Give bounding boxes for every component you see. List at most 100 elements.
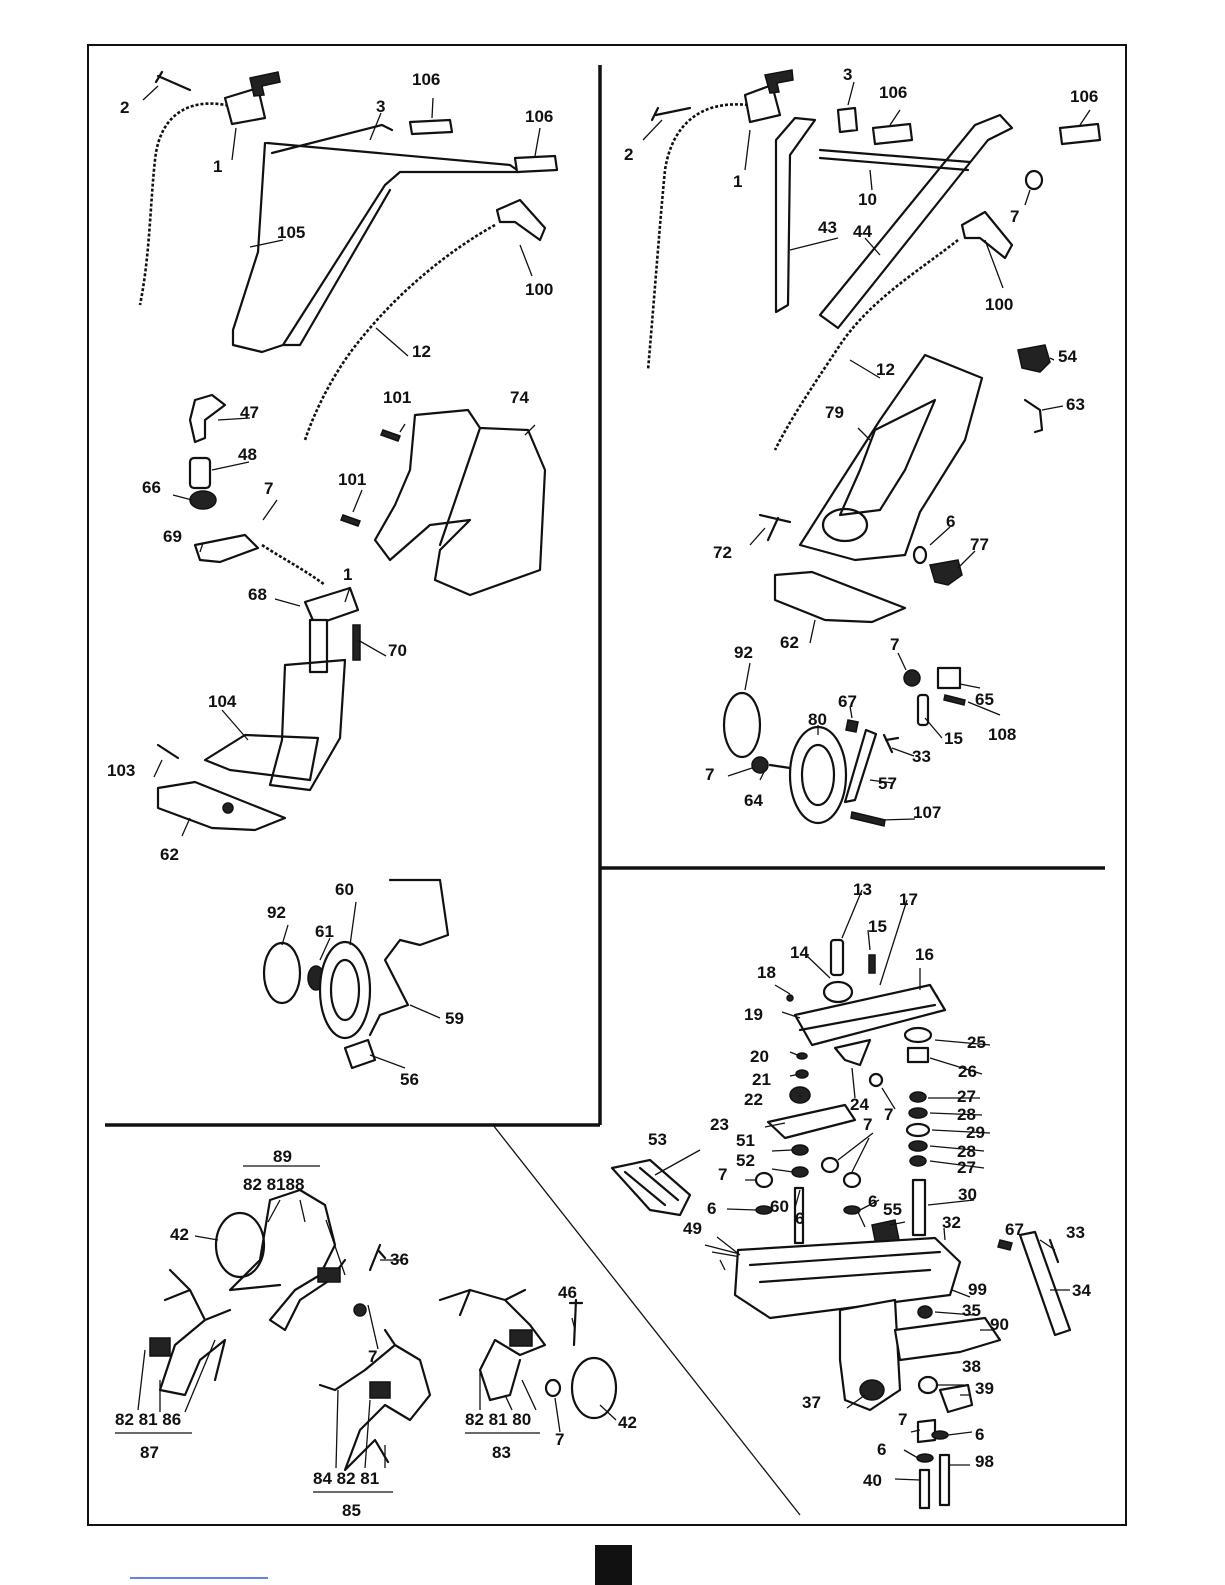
right-throttle-lever — [743, 83, 782, 124]
label-engine-38: 38 — [962, 1357, 981, 1376]
engine-bearing-38 — [917, 1375, 939, 1395]
label-left-69: 69 — [163, 527, 182, 546]
divider-diagonal — [492, 1124, 801, 1516]
right-shield-cutout — [838, 398, 937, 517]
tines-blades-87 — [158, 1268, 232, 1397]
left-clamp-56 — [343, 1038, 377, 1070]
label-engine-29: 29 — [966, 1123, 985, 1142]
label-engine-21: 21 — [752, 1070, 771, 1089]
engine-cap-39 — [938, 1383, 974, 1414]
label-engine-15: 15 — [868, 917, 887, 936]
label-right-54: 54 — [1058, 347, 1077, 366]
label-engine-7b: 7 — [863, 1115, 872, 1134]
engine-bolt-60 — [793, 1186, 805, 1245]
engine-bracket-23 — [766, 1103, 857, 1140]
right-pin-33 — [882, 733, 900, 754]
engine-filter-53 — [610, 1158, 692, 1217]
label-left-3: 3 — [376, 97, 385, 116]
right-wheel-80 — [788, 725, 848, 825]
callout-labels: 1 2 3 106 106 105 100 12 47 48 66 7 69 6… — [107, 65, 1098, 1520]
label-right-79: 79 — [825, 403, 844, 422]
leaders-tines-panel — [137, 1199, 617, 1469]
right-shield-hole — [821, 507, 869, 543]
left-bolt-2 — [154, 70, 192, 92]
label-engine-34: 34 — [1072, 1281, 1091, 1300]
label-engine-6b: 6 — [795, 1209, 804, 1228]
label-right-64: 64 — [744, 791, 763, 810]
engine-nut-7c — [820, 1156, 840, 1174]
label-engine-16: 16 — [915, 945, 934, 964]
label-engine-40: 40 — [863, 1471, 882, 1490]
tines-pin-clip — [353, 1303, 367, 1317]
label-right-62: 62 — [780, 633, 799, 652]
label-left-2: 2 — [120, 98, 129, 117]
engine-nut-7a — [868, 1072, 884, 1088]
label-engine-6a: 6 — [707, 1199, 716, 1218]
tines-hub-87 — [149, 1337, 171, 1357]
right-knob-77 — [929, 559, 963, 586]
engine-hub-37 — [859, 1379, 885, 1401]
engine-belt-plate-17 — [793, 983, 947, 1047]
right-pin-72 — [758, 513, 792, 542]
tines-hub-85 — [369, 1381, 391, 1399]
left-wheel-rim — [329, 958, 361, 1022]
label-engine-26: 26 — [958, 1062, 977, 1081]
label-engine-13: 13 — [853, 880, 872, 899]
label-left-106b: 106 — [525, 107, 553, 126]
label-engine-27b: 27 — [957, 1158, 976, 1177]
label-right-33: 33 — [912, 747, 931, 766]
label-engine-28a: 28 — [957, 1105, 976, 1124]
left-washer-66 — [189, 490, 217, 510]
left-shield-74 — [373, 408, 547, 597]
label-engine-23: 23 — [710, 1115, 729, 1134]
label-right-63: 63 — [1066, 395, 1085, 414]
label-engine-17: 17 — [899, 890, 918, 909]
label-engine-28b: 28 — [957, 1142, 976, 1161]
label-engine-60: 60 — [770, 1197, 789, 1216]
engine-gearbox-37 — [838, 1298, 902, 1412]
engine-washer-51 — [791, 1144, 809, 1156]
label-engine-52: 52 — [736, 1151, 755, 1170]
right-washer-6 — [912, 545, 928, 565]
label-tines-group-87: 87 — [140, 1443, 159, 1462]
left-body-parts — [156, 393, 547, 832]
engine-dot-18 — [786, 994, 794, 1002]
label-right-108: 108 — [988, 725, 1016, 744]
label-left-47: 47 — [240, 403, 259, 422]
label-left-103: 103 — [107, 761, 135, 780]
right-wheel-arm-57 — [843, 728, 878, 804]
tines-blades-83 — [438, 1288, 547, 1402]
label-left-105: 105 — [277, 223, 305, 242]
label-tines-7-left: 7 — [368, 1347, 377, 1366]
tines-hub-83 — [509, 1329, 533, 1347]
label-right-43: 43 — [818, 218, 837, 237]
label-right-107: 107 — [913, 803, 941, 822]
right-grip-106a — [871, 122, 914, 146]
tines-blades-85 — [318, 1328, 432, 1472]
tines-blades-top — [228, 1188, 347, 1332]
engine-shield-90 — [893, 1316, 1002, 1362]
label-right-106a: 106 — [879, 83, 907, 102]
label-right-6: 6 — [946, 512, 955, 531]
right-pin-63 — [1023, 398, 1044, 434]
label-left-12: 12 — [412, 342, 431, 361]
left-bolt-70 — [352, 624, 361, 661]
label-left-7: 7 — [264, 479, 273, 498]
engine-pin-33 — [1048, 1238, 1060, 1264]
label-right-3: 3 — [843, 65, 852, 84]
label-engine-53: 53 — [648, 1130, 667, 1149]
label-right-80: 80 — [808, 710, 827, 729]
tines-pin-36 — [368, 1243, 387, 1272]
engine-nut-35 — [917, 1305, 933, 1319]
label-left-48: 48 — [238, 445, 257, 464]
label-tines-group-83: 83 — [492, 1443, 511, 1462]
right-bracket-65 — [936, 666, 962, 690]
right-crossbar-10 — [818, 148, 972, 172]
right-fitting-3 — [836, 106, 859, 134]
left-throttle-knob — [249, 71, 281, 97]
right-clutch-lever — [960, 210, 1014, 260]
label-engine-27a: 27 — [957, 1087, 976, 1106]
right-bracket-54 — [1017, 344, 1051, 373]
leaders-left-panel — [142, 85, 541, 1069]
